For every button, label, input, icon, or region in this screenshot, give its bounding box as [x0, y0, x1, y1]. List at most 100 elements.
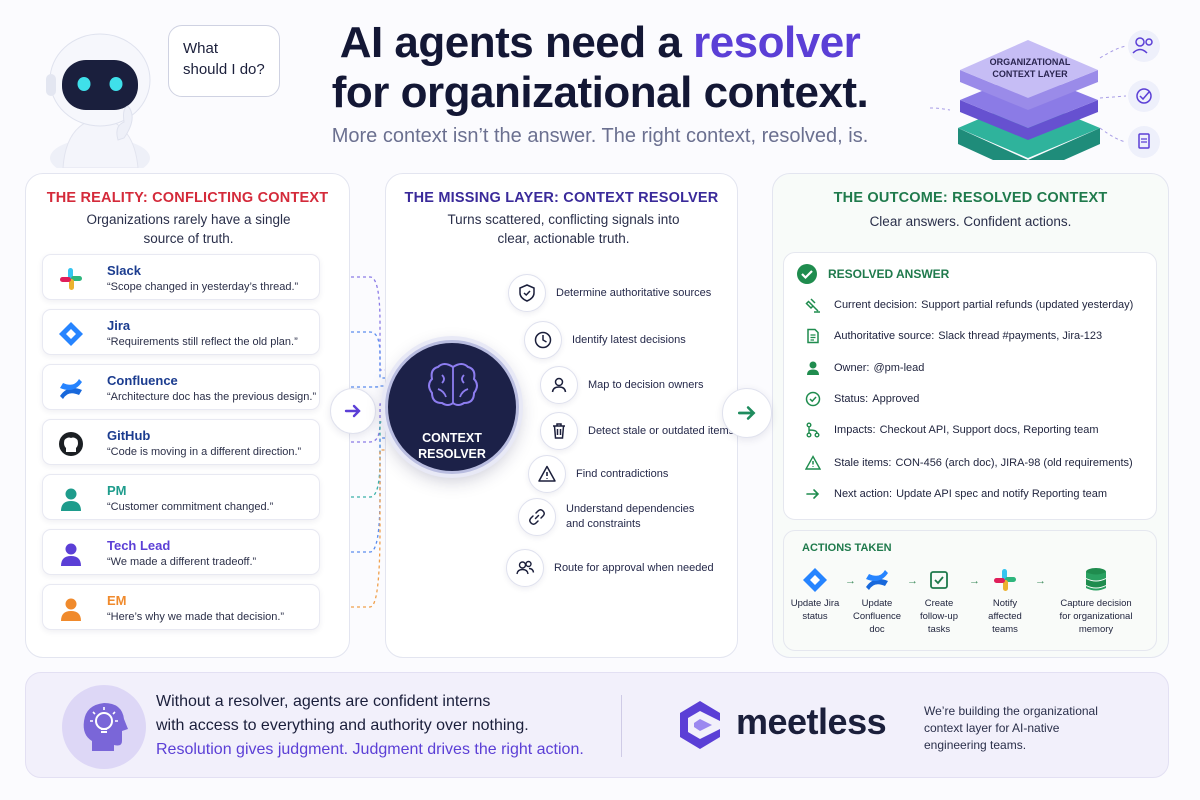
answer-value: Update API spec and notify Reporting tea…: [896, 488, 1108, 500]
jira-icon: [57, 320, 85, 348]
brain-icon: [428, 363, 478, 406]
checkbox-icon: [908, 567, 970, 593]
confluence-icon: [57, 375, 85, 403]
source-quote: “Scope changed in yesterday’s thread.”: [107, 281, 299, 293]
source-quote: “We made a different tradeoff.”: [107, 556, 257, 568]
resolver-step: Map to decision owners: [540, 366, 704, 404]
chevron-right-icon: →: [845, 575, 856, 587]
source-card-pm: PM“Customer commitment changed.”: [42, 474, 320, 520]
title-highlight: resolver: [693, 18, 861, 67]
answer-value: Approved: [872, 393, 920, 405]
robot-illustration: [38, 18, 168, 178]
arrow-out-icon: [722, 388, 772, 438]
source-quote: “Here’s why we made that decision.”: [107, 611, 285, 623]
resolver-step: Identify latest decisions: [524, 321, 686, 359]
database-icon: [1046, 567, 1146, 593]
core-label-1: CONTEXT: [422, 431, 482, 445]
speech-bubble-text: What should I do?: [183, 40, 265, 78]
source-name: Confluence: [107, 373, 178, 388]
footer-line-3: Resolution gives judgment. Judgment driv…: [156, 741, 584, 758]
action-label: Capture decision: [1060, 598, 1132, 609]
resolved-answer-title: RESOLVED ANSWER: [828, 267, 950, 281]
resolver-step: Determine authoritative sources: [508, 274, 711, 312]
answer-key: Current decision:: [834, 299, 918, 311]
github-icon: [57, 430, 85, 458]
step-label-text: Find contradictions: [576, 467, 669, 480]
answer-key: Owner:: [834, 362, 870, 374]
panel-desc-resolver: Turns scattered, conflicting signals int…: [447, 212, 680, 246]
brand-tagline: We’re building the organizational contex…: [924, 704, 1098, 752]
action-label: Notify: [992, 598, 1018, 609]
footer-line-1: Without a resolver, agents are confident…: [156, 693, 491, 710]
source-card-github: GitHub“Code is moving in a different dir…: [42, 419, 320, 465]
resolver-step: Find contradictions: [528, 455, 668, 493]
source-name: Slack: [107, 263, 141, 278]
source-name: EM: [107, 593, 127, 608]
check-circle-icon: [796, 263, 818, 290]
person-icon: [804, 359, 822, 377]
step-label: Route for approval when needed: [554, 561, 714, 576]
step-label-text: Understand dependencies: [566, 503, 695, 515]
source-name: Tech Lead: [107, 538, 171, 553]
person-icon: [57, 485, 85, 513]
resolved-answer-card: RESOLVED ANSWER Current decision:Support…: [783, 252, 1157, 520]
step-label: Detect stale or outdated items: [588, 424, 734, 439]
answer-key: Status:: [834, 393, 869, 405]
branch-icon: [804, 421, 822, 439]
slack-icon: [57, 265, 85, 293]
answer-row: Current decision:Support partial refunds…: [804, 296, 1133, 314]
connector-line: [321, 449, 390, 608]
connector-line: [321, 276, 390, 371]
panel-heading-reality: THE REALITY: CONFLICTING CONTEXT: [46, 190, 329, 206]
connector-line: [321, 331, 390, 379]
answer-key: Stale items:: [834, 457, 892, 469]
answer-row: Next action:Update API spec and notify R…: [804, 485, 1107, 503]
meetless-logo-icon: [676, 699, 724, 756]
source-name: PM: [107, 483, 127, 498]
document-icon: [804, 327, 822, 345]
answer-value: Slack thread #payments, Jira-123: [938, 330, 1103, 342]
step-label: Find contradictions: [576, 467, 668, 482]
arrow-in-icon: [330, 388, 376, 434]
step-label: Identify latest decisions: [572, 333, 686, 348]
action-label: memory: [1078, 624, 1114, 635]
page-title: AI agents need a resolver for organizati…: [300, 18, 900, 118]
arrow-right-icon: [804, 485, 822, 503]
person-icon: [540, 366, 578, 404]
action-label: follow-up: [919, 611, 959, 622]
answer-row: Owner:@pm-lead: [804, 359, 924, 377]
warning-icon: [804, 454, 822, 472]
check-circle-icon: [804, 390, 822, 408]
stack-label: ORGANIZATIONAL CONTEXT LAYER: [989, 57, 1071, 79]
clock-icon: [524, 321, 562, 359]
trash-icon: [540, 412, 578, 450]
panel-heading-outcome: THE OUTCOME: RESOLVED CONTEXT: [833, 190, 1108, 206]
action-label: for organizational: [1059, 611, 1133, 622]
source-card-confluence: Confluence“Architecture doc has the prev…: [42, 364, 320, 410]
shield-check-icon: [508, 274, 546, 312]
step-label-text: Map to decision owners: [588, 378, 704, 391]
resolver-step: Route for approval when needed: [506, 549, 714, 587]
step-label-text: Detect stale or outdated items: [588, 424, 735, 437]
action-label: Update Jira: [790, 598, 840, 609]
footer-banner: Without a resolver, agents are confident…: [25, 672, 1169, 778]
panel-desc-reality: Organizations rarely have a single sourc…: [86, 212, 291, 246]
source-quote: “Code is moving in a different direction…: [107, 446, 302, 458]
resolver-step: Detect stale or outdated items: [540, 412, 734, 450]
step-label: Determine authoritative sources: [556, 286, 711, 301]
title-line2: for organizational context.: [331, 68, 869, 117]
answer-row: Authoritative source:Slack thread #payme…: [804, 327, 1102, 345]
answer-row: Status:Approved: [804, 390, 919, 408]
action-label: Confluence: [852, 611, 902, 622]
core-label-2: RESOLVER: [418, 447, 486, 461]
answer-key: Impacts:: [834, 424, 876, 436]
answer-value: @pm-lead: [873, 362, 925, 374]
chevron-right-icon: →: [907, 575, 918, 587]
action-label: Update: [861, 598, 893, 609]
answer-value: Support partial refunds (updated yesterd…: [921, 299, 1134, 311]
gavel-icon: [804, 296, 822, 314]
answer-row: Impacts:Checkout API, Support docs, Repo…: [804, 421, 1098, 439]
